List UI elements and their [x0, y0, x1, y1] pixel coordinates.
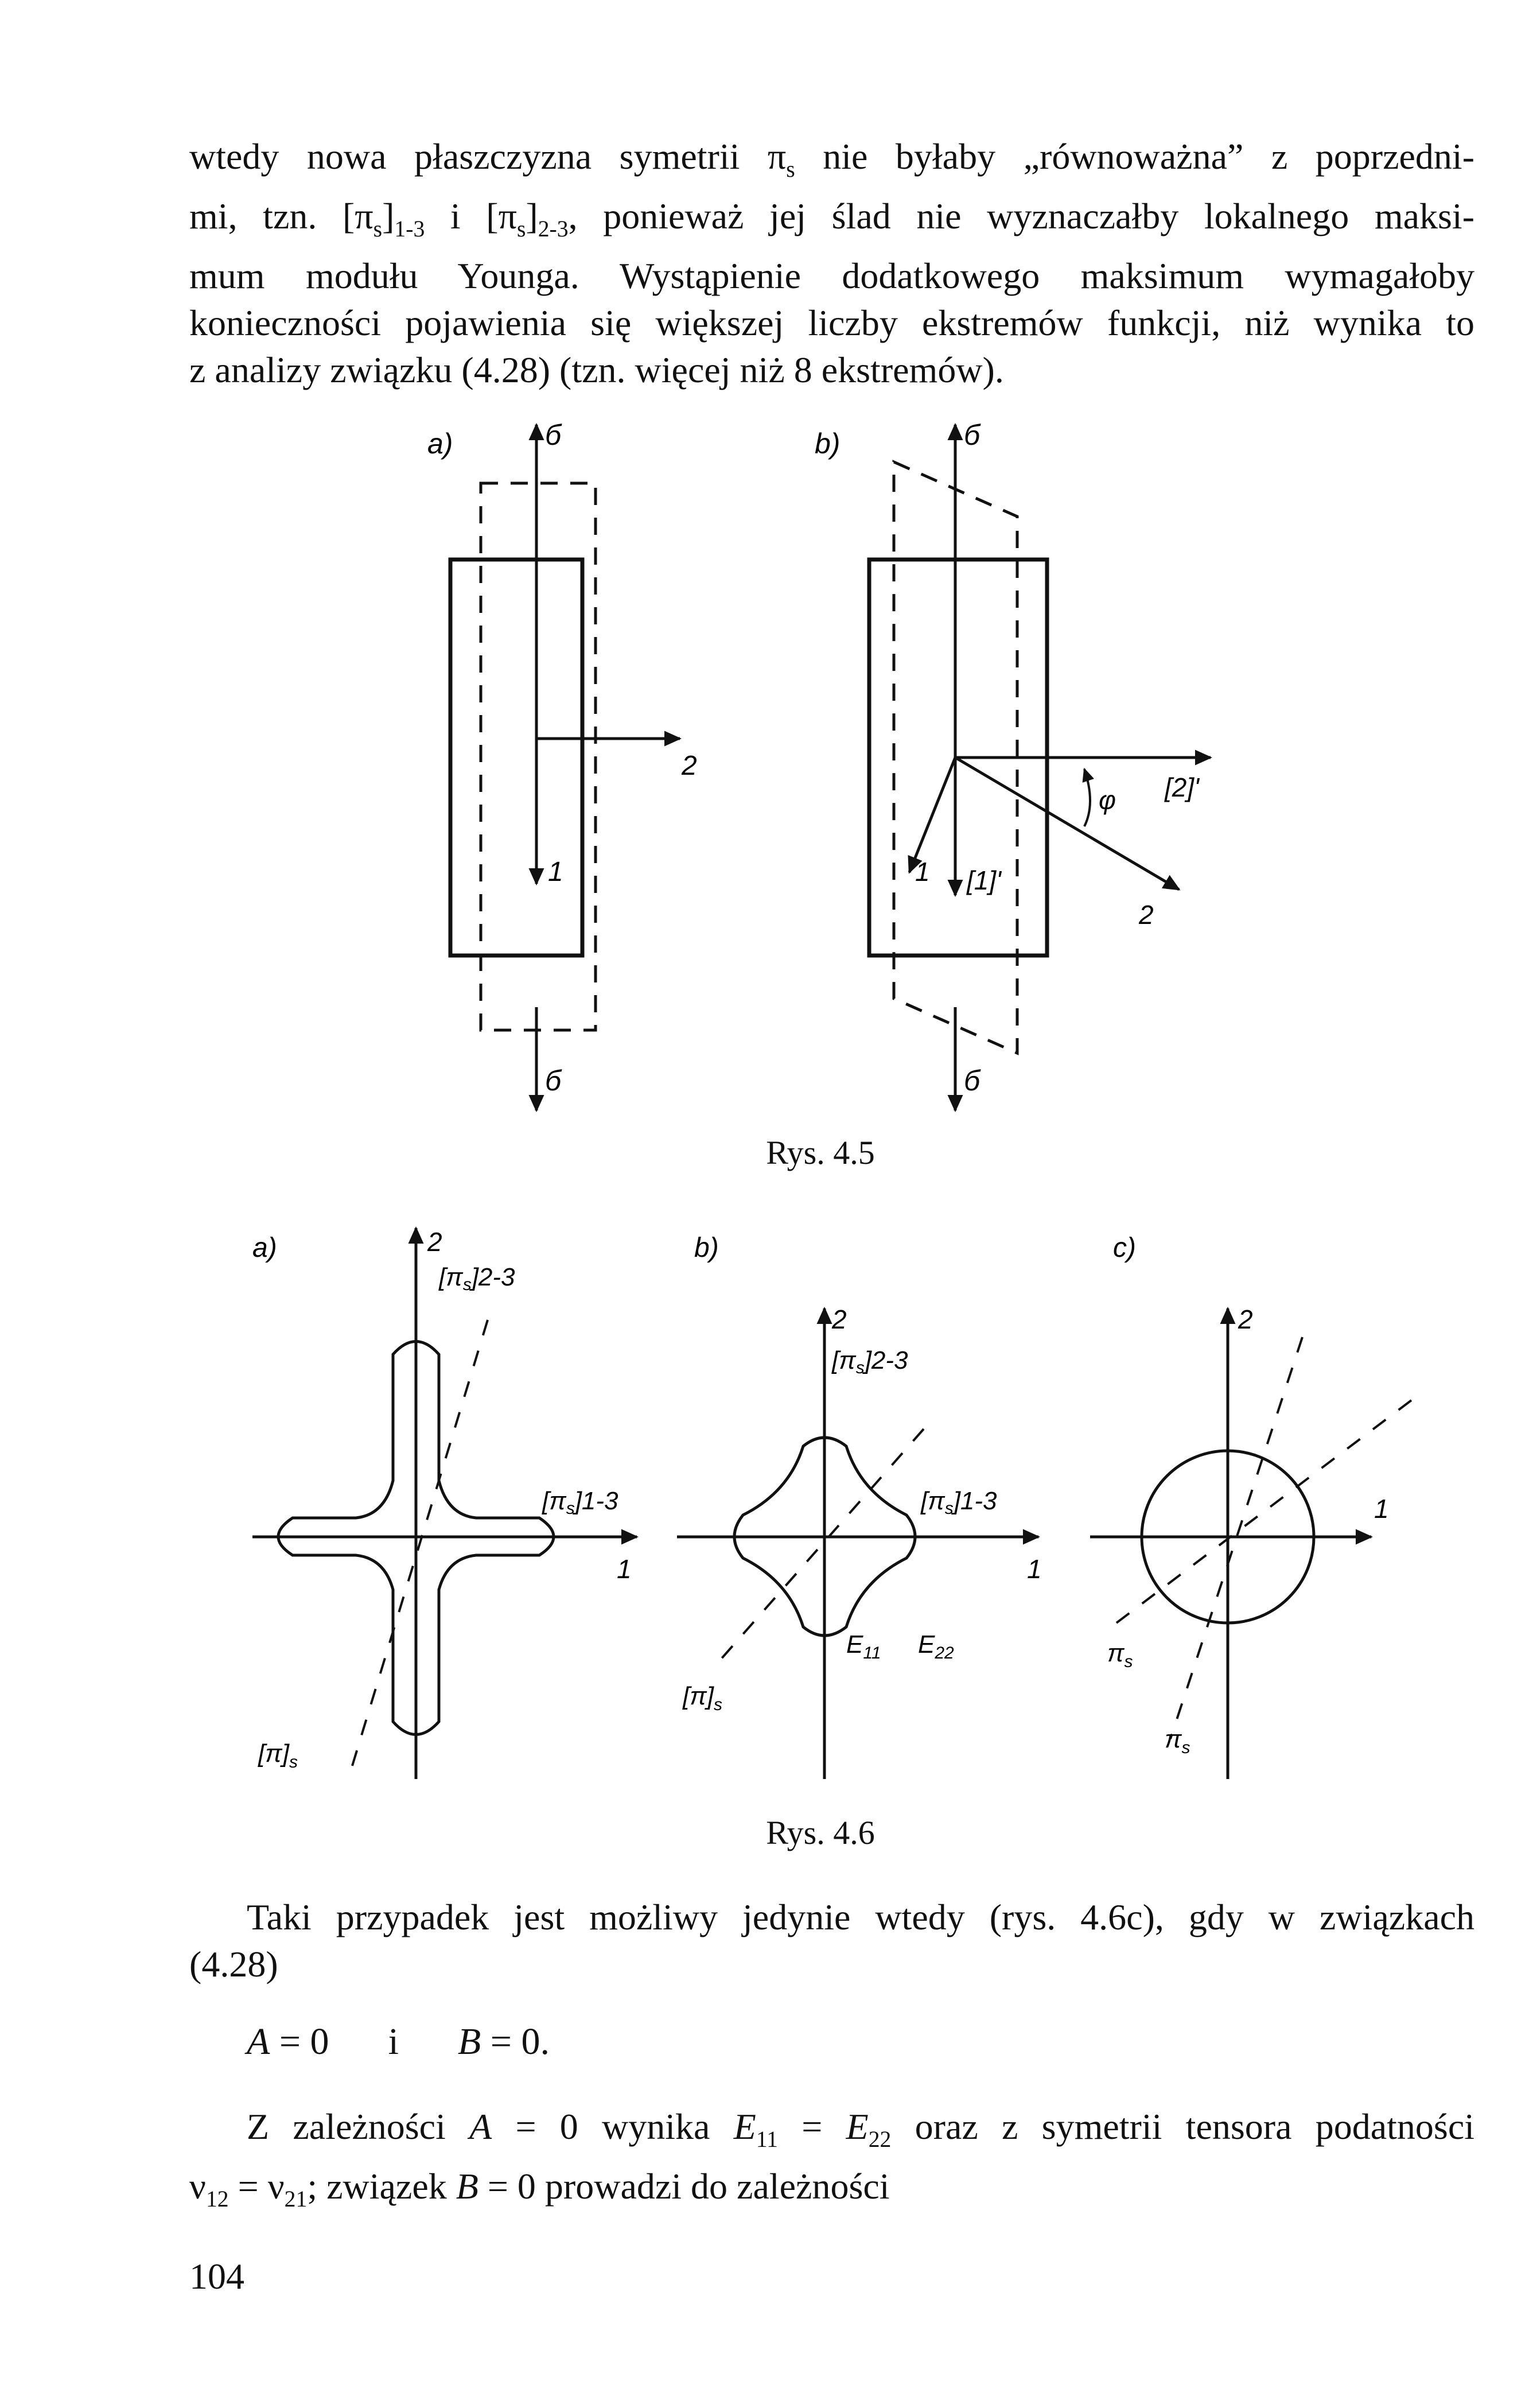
fig45b-sigma-top: б	[964, 419, 981, 451]
fig46c-circle	[1140, 1449, 1316, 1625]
equation-a-b-zero: A = 0 i B = 0.	[247, 2021, 550, 2063]
fig45b-dashed-parallelogram	[892, 460, 1019, 1055]
conclusion-paragraph: Taki przypadek jest możliwy jedynie wted…	[189, 1894, 1474, 1988]
para1-line4: konieczności pojawienia się większej lic…	[189, 302, 1474, 343]
fig46b-label: b)	[694, 1233, 719, 1263]
fig45b-axis1-label: 1	[915, 857, 930, 887]
figure-4-5-final: a) б б 2 1 b) б б [2]' [1]'	[0, 402, 1533, 1176]
fig45a-sigma-top: б	[545, 419, 562, 451]
fig45a: a) б б 2 1	[427, 419, 697, 1112]
fig45b-axis1p-label: [1]'	[966, 865, 1002, 895]
fig45-caption: Rys. 4.5	[766, 1134, 875, 1171]
para3-line1: Z zależności A = 0 wynika E11 = E22 oraz…	[247, 2106, 1475, 2152]
fig46c-axis1-label: 1	[1374, 1494, 1389, 1524]
figure-4-6: a) 2 1 [πs]2-3 [πs]1-3 [π]s b) 2 1 [πs]2…	[0, 1211, 1533, 1808]
fig46c-pis-label-1: πs	[1107, 1639, 1133, 1671]
figure-4-5-panels: a) б б 2 1 b) б б [2]' [1]'	[427, 419, 1212, 1112]
fig46a-axis1-label: 1	[617, 1554, 632, 1584]
fig46a-pi13-label: [πs]1-3	[542, 1487, 618, 1518]
eq-var-a: A	[247, 2021, 270, 2063]
figure-4-6-svg: a) 2 1 [πs]2-3 [πs]1-3 [π]s b) 2 1 [πs]2…	[252, 1226, 1413, 1779]
para2-line1: Taki przypadek jest możliwy jedynie wted…	[247, 1897, 1474, 1937]
fig45b-axis2p-label: [2]'	[1164, 772, 1200, 802]
fig46c: c) 2 1 πs πs	[1090, 1233, 1413, 1779]
eq-conjunction: i	[388, 2021, 399, 2063]
fig45b-axis2-arrow	[954, 756, 1181, 891]
para3-line2: ν12 = ν21; związek B = 0 prowadzi do zal…	[189, 2165, 890, 2212]
fig46c-pis-label-2: πs	[1165, 1725, 1190, 1757]
fig46b-pi23-label: [πs]2-3	[831, 1346, 908, 1377]
fig45b-angle-arc	[1082, 767, 1095, 827]
fig46a-label: a)	[252, 1233, 277, 1263]
fig46a-pi-s-trace	[349, 1319, 489, 1774]
fig45a-sigma-bottom: б	[545, 1065, 562, 1097]
fig46a-axis2-label: 2	[427, 1227, 442, 1257]
para1-line2: mi, tzn. [πs]1-3 i [πs]2-3, ponieważ jej…	[189, 195, 1475, 242]
fig45a-label: a)	[427, 428, 453, 460]
fig46c-pi-s-trace-2	[1106, 1399, 1413, 1631]
fig46c-axis2-label: 2	[1238, 1304, 1253, 1334]
para1-line1: wtedy nowa płaszczyzna symetrii πs nie b…	[189, 136, 1475, 182]
fig46b-axis2-label: 2	[831, 1304, 847, 1334]
eq-var-b: B	[457, 2021, 481, 2063]
fig46-caption: Rys. 4.6	[766, 1814, 875, 1851]
fig45b: b) б б [2]' [1]' 1 2 φ	[815, 419, 1212, 1112]
intro-paragraph: wtedy nowa płaszczyzna symetrii πs nie b…	[189, 133, 1474, 394]
fig45b-label: b)	[815, 428, 840, 460]
fig45b-axis2-label: 2	[1138, 900, 1154, 930]
fig46a: a) 2 1 [πs]2-3 [πs]1-3 [π]s	[252, 1226, 639, 1779]
para1-line5: z analizy związku (4.28) (tzn. więcej ni…	[189, 349, 1004, 390]
fig46b-axis1-label: 1	[1027, 1554, 1042, 1584]
fig45b-sigma-bottom: б	[964, 1065, 981, 1097]
fig46b-e11-label: E11	[846, 1630, 881, 1663]
final-paragraph: Z zależności A = 0 wynika E11 = E22 oraz…	[189, 2103, 1474, 2223]
fig46a-pi23-label: [πs]2-3	[438, 1263, 515, 1294]
para1-line3: mum modułu Younga. Wystąpienie dodatkowe…	[189, 255, 1474, 296]
fig45b-phi-label: φ	[1099, 785, 1116, 815]
fig46a-pis-label: [π]s	[258, 1739, 298, 1772]
page-number: 104	[189, 2256, 244, 2297]
fig46c-label: c)	[1113, 1233, 1136, 1263]
fig46b: b) 2 1 [πs]2-3 [πs]1-3 [π]s E11 E22	[677, 1233, 1042, 1779]
fig46b-pi13-label: [πs]1-3	[920, 1487, 997, 1518]
fig45a-axis2-label: 2	[681, 751, 697, 781]
fig46b-star-curve	[733, 1436, 917, 1637]
fig46c-pi-s-trace-1	[1169, 1337, 1304, 1739]
fig46b-pis-label: [π]s	[682, 1682, 722, 1714]
fig46b-e22-label: E22	[918, 1630, 954, 1663]
fig46b-pi-s-trace	[710, 1428, 925, 1671]
fig45a-dashed-rect	[479, 481, 597, 1032]
fig45a-axis1-label: 1	[548, 857, 563, 887]
fig45a-solid-rect	[448, 557, 585, 958]
fig46a-cross-curve	[277, 1340, 555, 1736]
para2-line2: (4.28)	[189, 1944, 278, 1984]
fig45b-axis1-arrow	[908, 757, 957, 874]
